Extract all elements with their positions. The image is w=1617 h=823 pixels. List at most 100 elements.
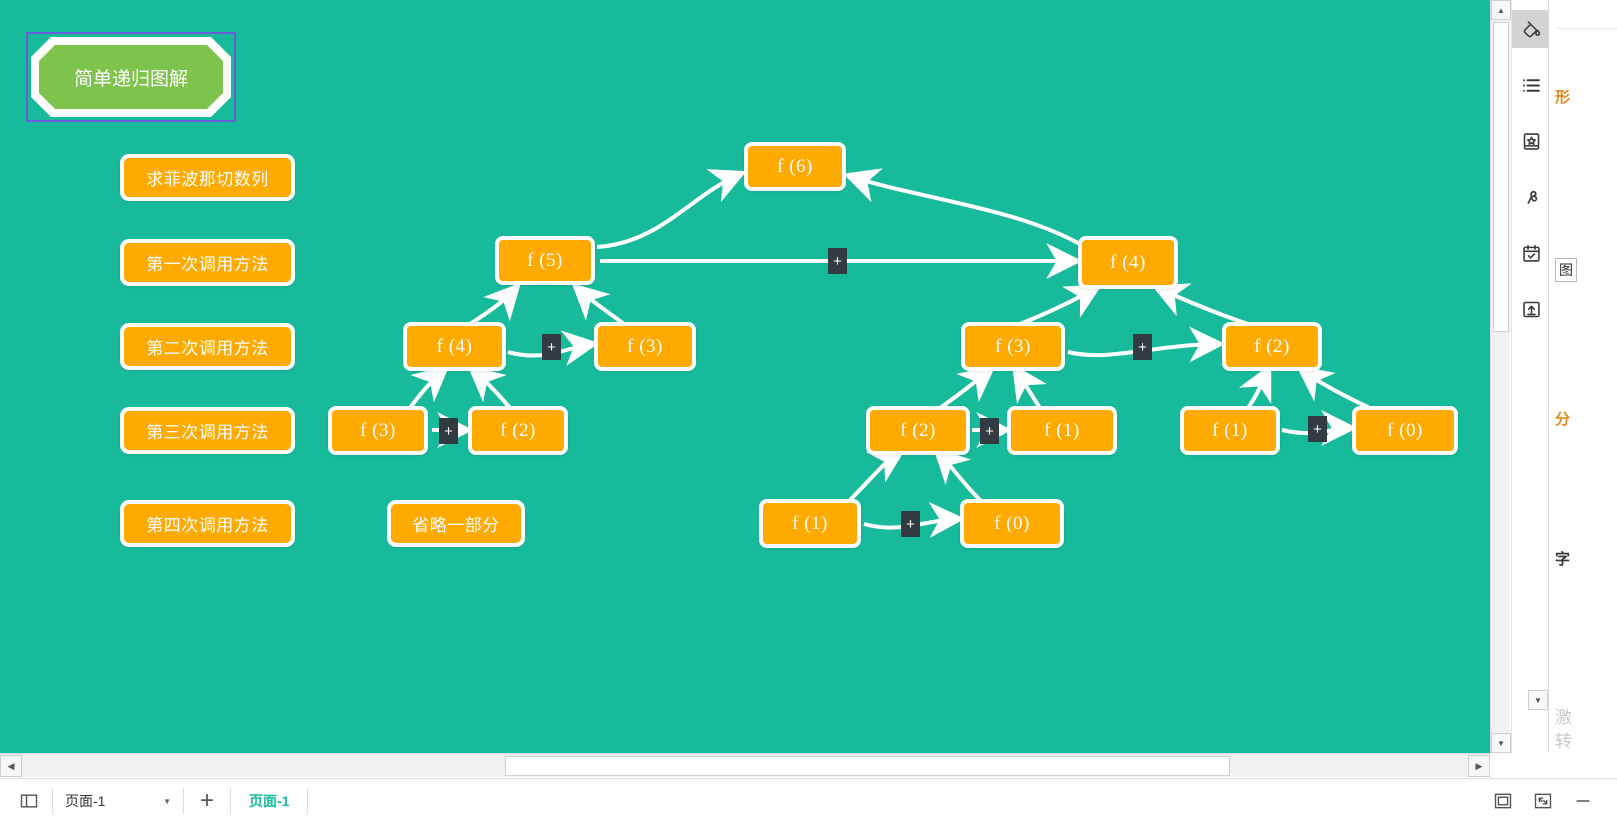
stage-label-2[interactable]: 第二次调用方法 <box>120 323 295 370</box>
stage-label-text: 求菲波那切数列 <box>146 170 269 189</box>
page-tab-label: 页面-1 <box>249 793 290 809</box>
tree-node-label: f (2) <box>500 419 536 441</box>
tree-node-label: f (6) <box>777 155 813 177</box>
scroll-right-button[interactable]: ▶ <box>1468 755 1490 777</box>
expand-badge-f1-f0-mid[interactable]: + <box>901 511 920 537</box>
expand-badge-f3-f2-right[interactable]: + <box>1133 334 1152 360</box>
plus-icon: + <box>547 338 556 356</box>
right-icon-rail <box>1511 0 1550 753</box>
tree-node-f2-d[interactable]: f (2) <box>866 406 970 455</box>
tree-node-label: f (0) <box>994 512 1030 534</box>
tree-node-label: f (5) <box>527 249 563 271</box>
canvas-horizontal-scrollbar[interactable]: ◀ ▶ <box>0 753 1490 777</box>
upload-icon[interactable] <box>1512 290 1550 328</box>
stage-label-0[interactable]: 求菲波那切数列 <box>120 154 295 201</box>
tree-node-label: f (2) <box>1254 335 1290 357</box>
triangle-right-icon: ▶ <box>1475 760 1483 771</box>
sticker-book-icon[interactable] <box>1512 122 1550 160</box>
page-select-value: 页面-1 <box>65 793 106 809</box>
status-bar: 页面-1 ▼ + 页面-1 <box>0 778 1617 823</box>
plus-icon: + <box>985 422 994 440</box>
panel-section-branch: 分 <box>1555 411 1571 428</box>
panel-scroll-down-button[interactable]: ▼ <box>1528 690 1548 720</box>
tree-node-f1-f[interactable]: f (1) <box>1180 406 1280 455</box>
omit-node-label: 省略一部分 <box>412 516 500 535</box>
fit-page-icon[interactable] <box>1483 787 1523 815</box>
tree-node-f2-c[interactable]: f (2) <box>1222 322 1322 371</box>
tree-node-label: f (1) <box>1044 419 1080 441</box>
plus-icon: + <box>1313 420 1322 438</box>
tree-node-label: f (0) <box>1387 419 1423 441</box>
panel-section-font: 字 <box>1555 551 1571 568</box>
page-layout-icon[interactable] <box>12 787 46 815</box>
list-icon[interactable] <box>1512 66 1550 104</box>
tree-node-f5[interactable]: f (5) <box>495 236 595 285</box>
scroll-left-button[interactable]: ◀ <box>0 755 22 777</box>
scroll-down-button[interactable]: ▼ <box>1491 733 1511 753</box>
plus-icon: + <box>199 787 214 814</box>
tree-node-label: f (2) <box>900 419 936 441</box>
tree-node-label: f (1) <box>1212 419 1248 441</box>
divider <box>230 788 231 814</box>
triangle-left-icon: ◀ <box>7 760 15 771</box>
tree-node-f0-f[interactable]: f (0) <box>1352 406 1458 455</box>
stage-label-3[interactable]: 第三次调用方法 <box>120 407 295 454</box>
title-node[interactable]: 简单递归图解 <box>26 32 236 122</box>
triangle-down-icon: ▼ <box>1497 738 1505 748</box>
status-bar-right-tools <box>1483 787 1617 815</box>
minus-icon[interactable] <box>1563 787 1603 815</box>
tree-node-label: f (3) <box>360 419 396 441</box>
paint-bucket-icon[interactable] <box>1512 10 1550 48</box>
stage-label-4[interactable]: 第四次调用方法 <box>120 500 295 547</box>
canvas-vertical-scrollbar[interactable]: ▲ ▼ <box>1490 0 1511 753</box>
triangle-down-glyph: ▼ <box>1534 695 1542 705</box>
tree-node-f4-right[interactable]: f (4) <box>1078 236 1178 289</box>
tree-node-f3-a[interactable]: f (3) <box>594 322 696 371</box>
tree-node-f0-e[interactable]: f (0) <box>960 499 1064 548</box>
expand-badge-f2-f1[interactable]: + <box>980 418 999 444</box>
tree-node-label: f (3) <box>627 335 663 357</box>
stage-label-text: 第四次调用方法 <box>146 516 269 535</box>
expand-badge-f4-f3[interactable]: + <box>542 334 561 360</box>
clover-icon[interactable] <box>1512 178 1550 216</box>
vertical-scroll-thumb[interactable] <box>1493 22 1509 332</box>
tree-node-f1-e[interactable]: f (1) <box>759 499 861 548</box>
tree-node-f3-c[interactable]: f (3) <box>961 322 1065 371</box>
expand-badge-f3-f2-left[interactable]: + <box>439 418 458 444</box>
tree-node-label: f (4) <box>1110 251 1146 273</box>
expand-badge-f5-f4[interactable]: + <box>828 248 847 274</box>
stage-label-1[interactable]: 第一次调用方法 <box>120 239 295 286</box>
horizontal-scroll-thumb[interactable] <box>505 756 1230 776</box>
expand-badge-f1-f0-right[interactable]: + <box>1308 416 1327 442</box>
panel-section-icon[interactable]: 图 <box>1555 258 1577 282</box>
chevron-down-icon: ▼ <box>163 796 171 806</box>
plus-icon: + <box>833 252 842 270</box>
page-select-dropdown[interactable]: 页面-1 ▼ <box>59 788 177 814</box>
divider <box>307 788 309 814</box>
plus-icon: + <box>906 515 915 533</box>
plus-icon: + <box>1138 338 1147 356</box>
stage-label-text: 第三次调用方法 <box>146 423 269 442</box>
page-tab-1[interactable]: 页面-1 <box>237 786 301 816</box>
tree-node-label: f (3) <box>995 335 1031 357</box>
divider <box>183 788 184 814</box>
tree-node-f2-b[interactable]: f (2) <box>468 406 568 455</box>
divider <box>52 788 53 814</box>
panel-divider <box>1557 28 1617 29</box>
omit-node[interactable]: 省略一部分 <box>387 500 525 547</box>
activation-watermark: 激 转 <box>1555 706 1572 753</box>
tree-node-f4-left[interactable]: f (4) <box>403 322 506 371</box>
tree-node-f1-d[interactable]: f (1) <box>1007 406 1117 455</box>
tree-node-f3-b[interactable]: f (3) <box>328 406 428 455</box>
panel-triangle-down-icon[interactable]: ▼ <box>1528 690 1548 710</box>
tree-node-label: f (1) <box>792 512 828 534</box>
tree-node-f6[interactable]: f (6) <box>744 142 846 191</box>
add-page-button[interactable]: + <box>190 787 224 815</box>
fullscreen-icon[interactable] <box>1523 787 1563 815</box>
scroll-up-button[interactable]: ▲ <box>1491 0 1511 20</box>
watermark-line-2: 转 <box>1555 732 1572 751</box>
diagram-canvas[interactable]: 简单递归图解 求菲波那切数列 第一次调用方法 第二次调用方法 第三次调用方法 第… <box>0 0 1490 753</box>
stage-label-text: 第二次调用方法 <box>146 339 269 358</box>
calendar-check-icon[interactable] <box>1512 234 1550 272</box>
title-node-label: 简单递归图解 <box>39 45 223 109</box>
